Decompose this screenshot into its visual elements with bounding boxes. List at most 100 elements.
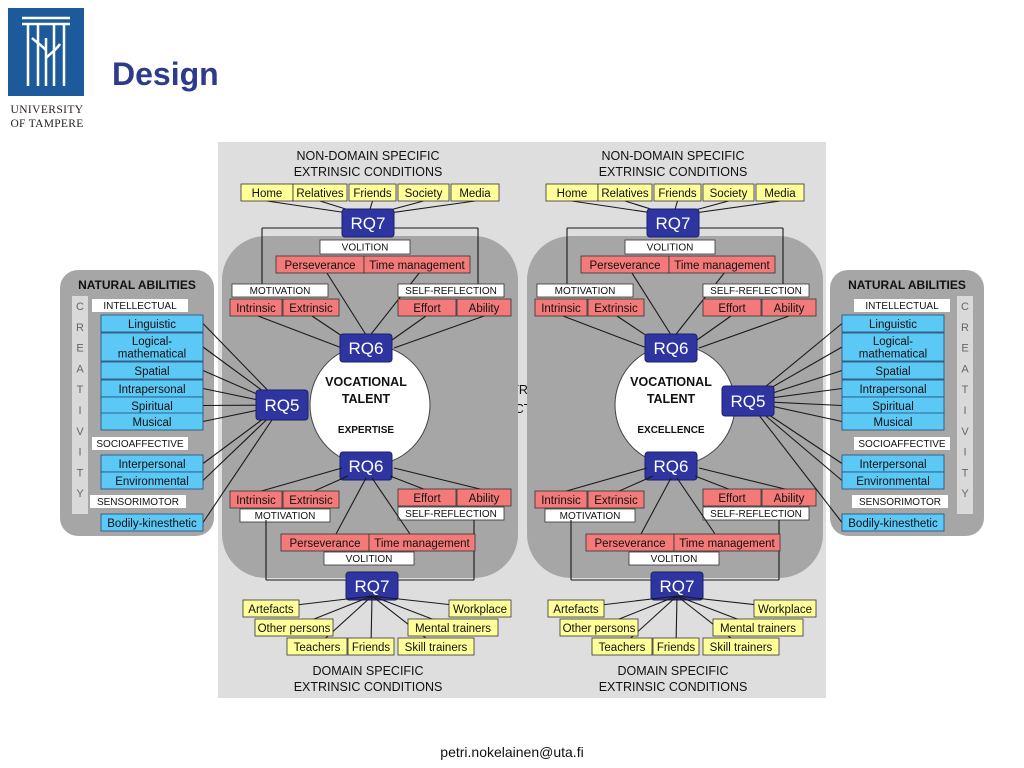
time-management-box-box [668,255,776,274]
ability-item-8: Bodily-kinesthetic [848,518,938,530]
self-reflection-label-box [702,283,810,298]
ability-bottom-box: Ability [774,493,805,505]
socioaffective-label: SOCIOAFFECTIVE [96,439,184,450]
non-domain-heading: EXTRINSIC CONDITIONS [599,165,748,179]
ability-item-6: Interpersonal [859,459,926,471]
intrinsic-bottom-box-box [229,490,283,509]
ability-item-7-box [841,471,945,490]
bottom-item-2-box [286,637,348,656]
extrinsic-box-box [282,298,340,317]
top-item-4-box [755,183,805,202]
connector-line [624,261,674,339]
intrinsic-box-box [534,298,588,317]
creativity-letter: A [961,363,969,375]
top-item-2: Friends [353,188,392,200]
effort-box: Effort [413,303,441,315]
bottom-item-3-box [652,637,700,656]
rq6-bottom-box [644,451,698,481]
domain-heading: DOMAIN SPECIFIC [312,664,423,678]
talent-label: VOCATIONAL [630,375,712,389]
intrinsic-box: Intrinsic [236,303,276,315]
ability-item-1: Logical- [132,336,172,348]
connector-line [696,315,732,341]
creativity-letter: I [963,447,966,459]
non-domain-heading: EXTRINSIC CONDITIONS [294,165,443,179]
top-item-1-box [292,183,348,202]
talent-label: EXCELLENCE [637,425,705,436]
rq7-top: RQ7 [656,214,691,233]
connector-line [562,467,648,493]
ability-item-4: Spiritual [872,401,914,413]
rq7-top-box [646,208,700,238]
rq5-box [721,385,775,417]
ability-bottom-box-box [456,488,512,507]
logo-emblem [8,8,84,96]
top-item-3-box [397,183,450,202]
connector-line [694,475,732,491]
bottom-item-0-box [242,599,300,618]
extrinsic-box-box [587,298,645,317]
volition-label: VOLITION [647,243,694,254]
intellectual-label: INTELLECTUAL [865,301,939,312]
connector-line [371,477,411,535]
time-management-box-box [363,255,471,274]
top-item-4-box [450,183,500,202]
ability-item-0-box [841,314,945,333]
ability-item-5-box [100,412,204,431]
volition-bottom-label-box [323,551,415,566]
connector-line [698,315,790,349]
rq6-top: RQ6 [349,339,384,358]
talent-label: TALENT [342,392,391,406]
natural-abilities-title: NATURAL ABILITIES [78,278,196,292]
footer-email: petri.nokelainen@uta.fi [440,744,584,760]
ability-item-7: Environmental [115,476,189,488]
ability-item-8-box [841,513,945,532]
intellectual-label-box [92,299,188,312]
domain-heading: EXTRINSIC CONDITIONS [294,680,443,694]
bottom-item-6-box [753,599,817,618]
university-logo: UNIVERSITY OF TAMPERE [8,8,86,130]
ability-box-box [456,298,512,317]
top-item-2: Friends [658,188,697,200]
creativity-letter: T [77,467,84,479]
self-reflection-bottom-label-box [702,506,810,521]
top-item-1: Relatives [601,188,649,200]
extrinsic-bottom-box-box [282,490,340,509]
ability-item-5: Musical [133,417,172,429]
bottom-item-5: Mental trainers [720,623,796,635]
rq6-bottom: RQ6 [654,457,689,476]
bottom-item-4-box [702,637,780,656]
bottom-item-1-box [254,618,334,637]
non-domain-heading: NON-DOMAIN SPECIFIC [601,149,744,163]
page-title: Design [112,56,219,92]
ability-item-2-box [841,361,945,380]
bottom-item-2-box [591,637,653,656]
creativity-letter: T [962,467,969,479]
motivation-bottom-label-box [239,508,331,523]
bottom-item-0-box [547,599,605,618]
ability-item-8: Bodily-kinesthetic [107,518,197,530]
motivation-label-box [231,283,329,298]
effort-bottom-box-box [397,488,457,507]
logo-line2: OF TAMPERE [10,118,84,130]
effort-box: Effort [718,303,746,315]
top-item-4: Media [459,188,491,200]
ability-item-2: Spatial [875,366,910,378]
motivation-bottom-label: MOTIVATION [255,511,316,522]
ability-item-3: Intrapersonal [118,384,185,396]
connector-line [616,475,654,493]
non-domain-heading: NON-DOMAIN SPECIFIC [296,149,439,163]
rq5-connector [747,400,843,523]
ability-item-7: Environmental [856,476,930,488]
ability-item-2: Spatial [134,366,169,378]
ability-item-6: Interpersonal [118,459,185,471]
perseverance-box: Perseverance [590,260,661,272]
ability-item-2-box [100,361,204,380]
volition-bottom-label: VOLITION [346,554,393,565]
extrinsic-box: Extrinsic [594,303,638,315]
connector-line [698,467,790,491]
creativity-letter: E [76,343,83,355]
bottom-item-1: Other persons [563,623,636,635]
rq5-connector [202,404,283,523]
